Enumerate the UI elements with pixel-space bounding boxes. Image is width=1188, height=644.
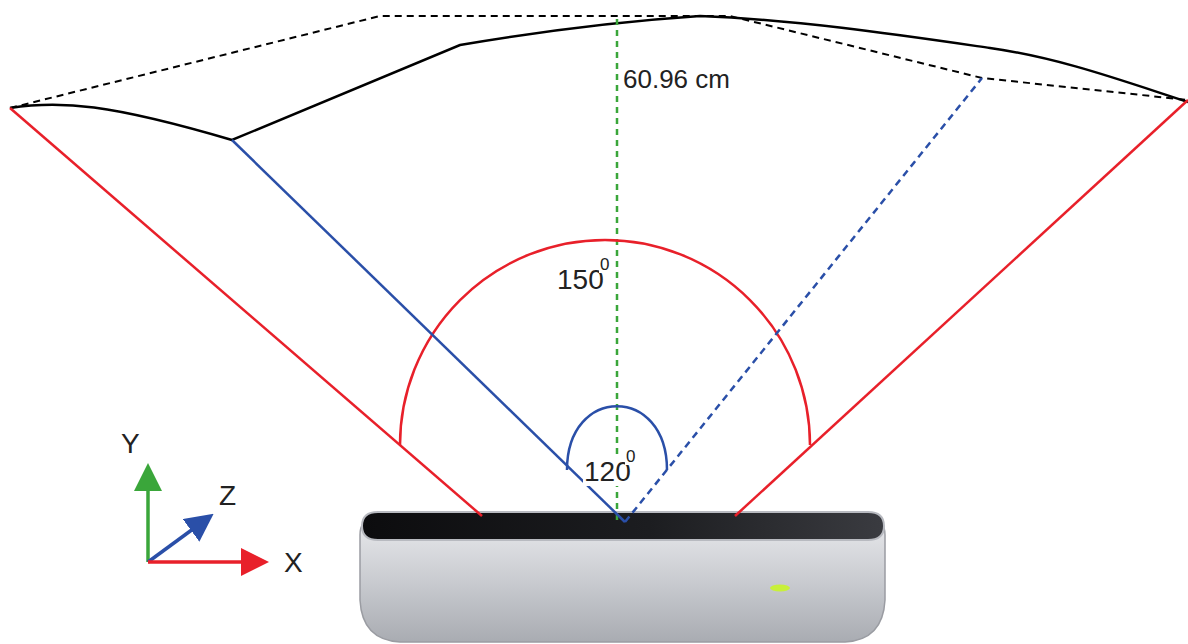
angle-value: 150 [556,266,605,294]
wide-angle-ray [735,100,1188,516]
degree-superscript: 0 [625,448,636,465]
axis-triad [148,470,262,562]
axis-label: Y [120,430,141,458]
leap-motion-device [360,512,885,642]
range-boundary-solid [10,16,1188,140]
range-height-line [616,16,619,520]
range-boundary-dashed [10,16,1188,108]
wide-angle-arc [400,240,810,445]
degree-superscript: 0 [599,256,610,273]
wide-angle-ray [10,108,482,516]
axis-label: X [283,549,304,577]
depth-angle-ray [625,78,982,522]
dimension-label: 60.96 cm [622,66,731,92]
axis-label: Z [218,482,237,510]
